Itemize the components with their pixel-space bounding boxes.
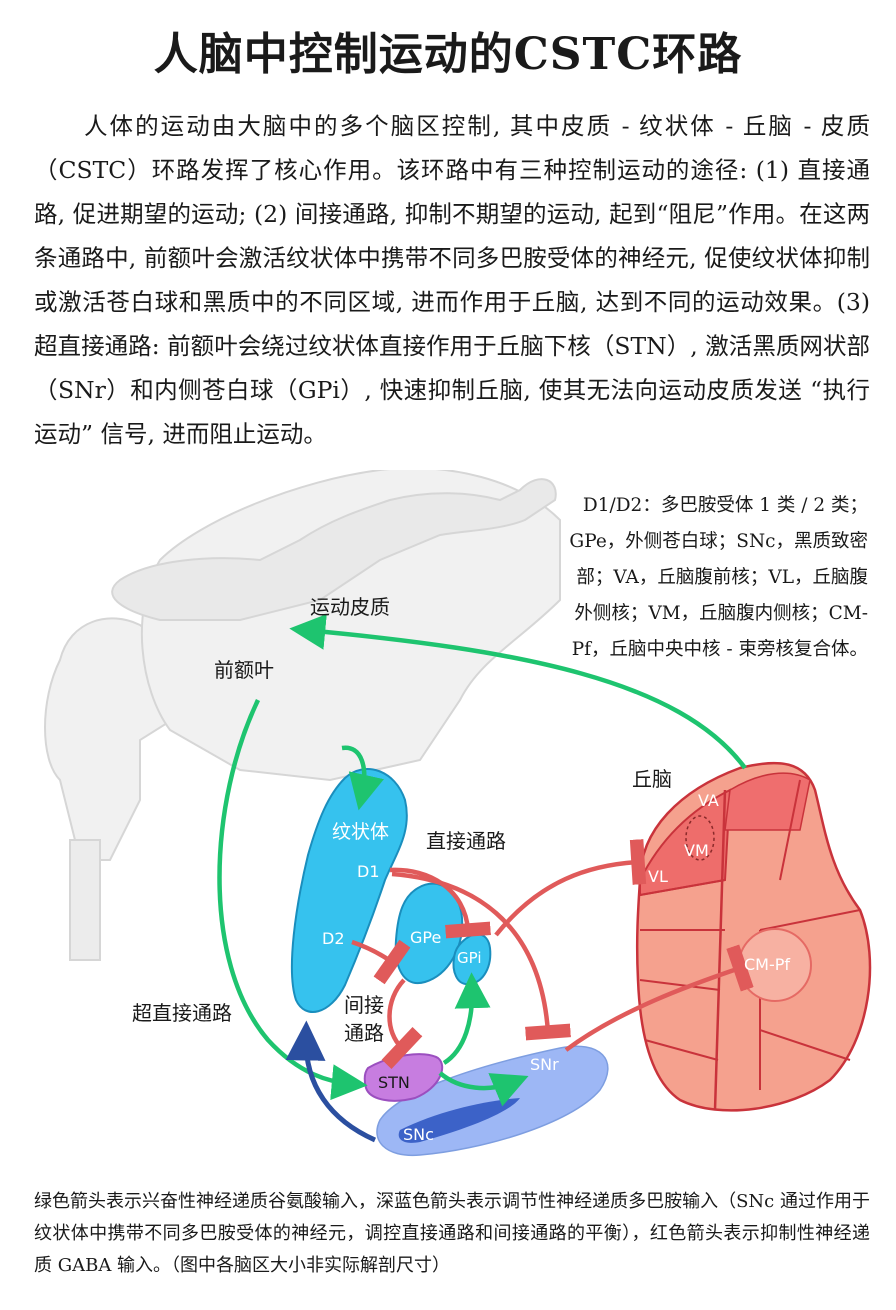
label-snr: SNr <box>530 1055 559 1074</box>
label-cm-pf: CM-Pf <box>744 955 790 974</box>
intro-paragraph: 人体的运动由大脑中的多个脑区控制, 其中皮质 - 纹状体 - 丘脑 - 皮质（C… <box>34 112 870 448</box>
head-silhouette <box>44 470 561 961</box>
snc-core <box>398 1098 520 1143</box>
striatum <box>290 768 408 1013</box>
arrow-hyperdirect <box>217 699 368 1101</box>
inhibit-snr-to-thalamus <box>564 944 754 1052</box>
label-stn: STN <box>378 1073 410 1092</box>
label-striatum: 纹状体 <box>332 821 389 843</box>
label-indirect-pathway-line1: 间接 <box>344 993 384 1017</box>
thalamus <box>635 761 872 1112</box>
inhibit-gpe-to-stn <box>381 978 423 1070</box>
page-title: 人脑中控制运动的CSTC环路 <box>153 29 743 80</box>
arrow-thalamus-to-cortex <box>289 613 747 770</box>
label-prefrontal: 前额叶 <box>214 658 274 682</box>
label-va: VA <box>698 791 719 810</box>
inhibit-d1-to-snr <box>391 871 571 1041</box>
cstc-diagram: 运动皮质 前额叶 丘脑 纹状体 D1 D2 GPe GPi STN SNr SN… <box>44 470 872 1156</box>
label-d1: D1 <box>357 862 380 881</box>
arrow-stn-to-gpi <box>442 972 491 1065</box>
figure-caption: 绿色箭头表示兴奋性神经递质谷氨酸输入，深蓝色箭头表示调节性神经递质多巴胺输入（S… <box>34 1191 870 1276</box>
label-motor-cortex: 运动皮质 <box>310 595 390 619</box>
label-snc: SNc <box>403 1125 434 1144</box>
label-thalamus: 丘脑 <box>632 767 672 791</box>
label-vm: VM <box>684 841 709 860</box>
label-vl: VL <box>648 867 668 886</box>
abbreviation-legend: D1/D2：多巴胺受体 1 类 / 2 类；GPe，外侧苍白球；SNc，黑质致密… <box>569 495 868 660</box>
label-gpi: GPi <box>457 949 482 967</box>
label-hyperdirect-pathway: 超直接通路 <box>132 1001 232 1025</box>
inhibit-gpi-to-thalamus <box>494 839 647 937</box>
arrow-stn-to-snr <box>438 1071 529 1107</box>
arrow-snc-to-striatum <box>285 1020 377 1143</box>
label-direct-pathway: 直接通路 <box>426 829 506 853</box>
label-indirect-pathway-line2: 通路 <box>344 1021 384 1045</box>
arrow-prefrontal-to-striatum <box>341 745 384 811</box>
label-gpe: GPe <box>410 928 441 947</box>
label-d2: D2 <box>322 929 345 948</box>
inhibit-d2-to-gpe <box>351 939 411 985</box>
